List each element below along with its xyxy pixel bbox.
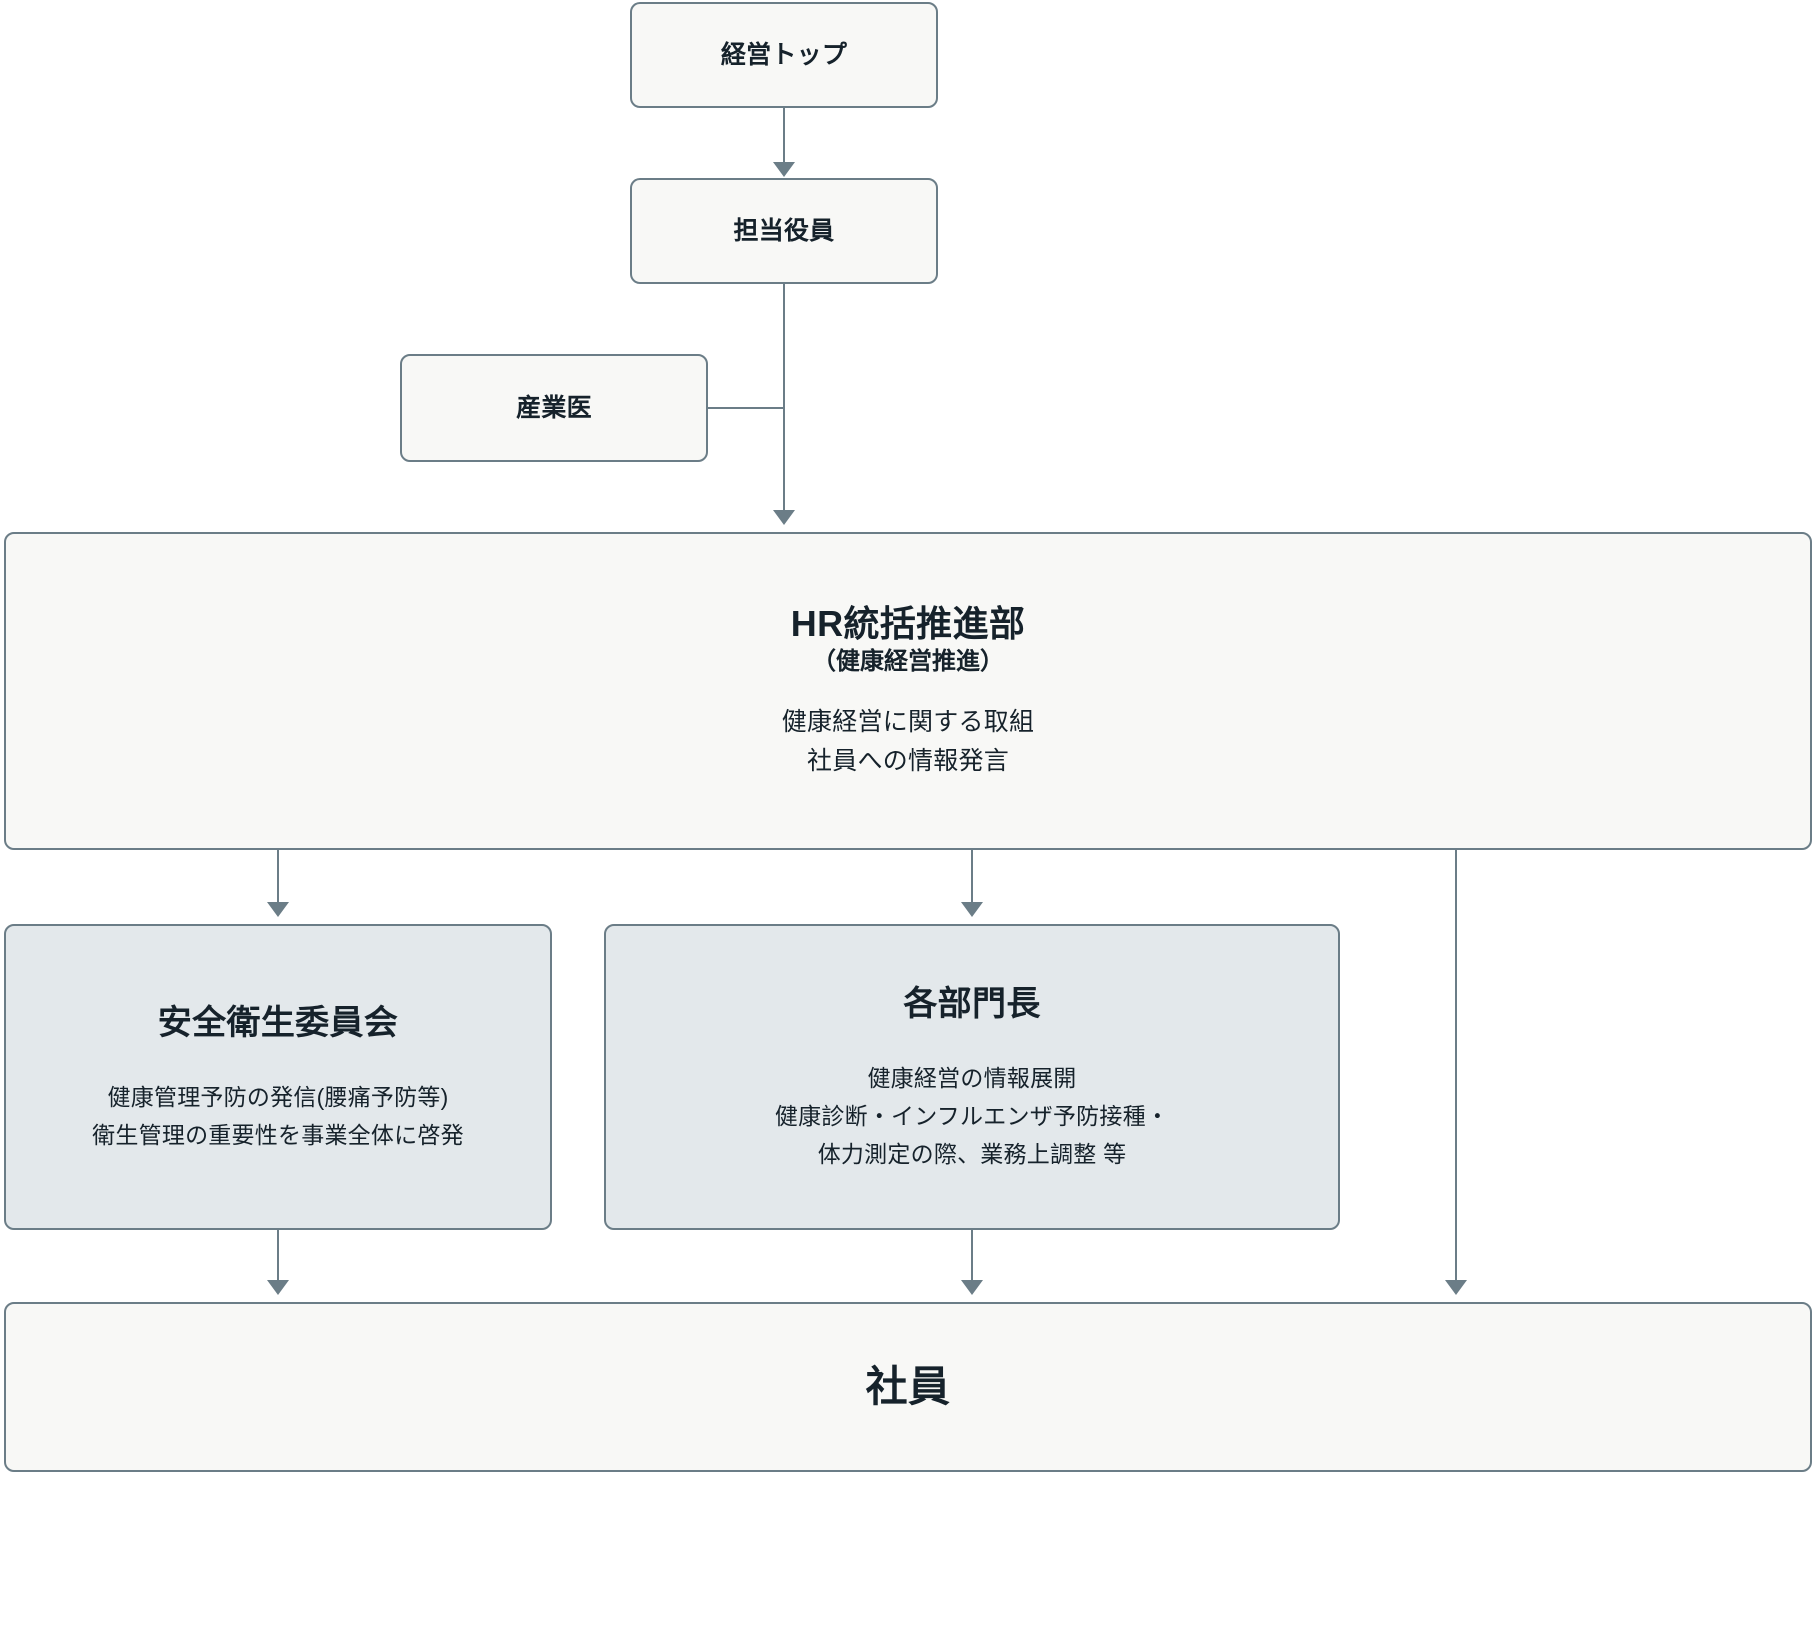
node-hr-body-line-2: 社員への情報発言 — [806, 747, 1009, 776]
node-department-heads-body-line-1: 健康経営の情報展開 — [867, 1064, 1077, 1091]
node-department-heads[interactable]: 各部門長 健康経営の情報展開 健康診断・インフルエンザ予防接種・ 体力測定の際、… — [604, 924, 1340, 1230]
node-safety-committee-title: 安全衛生委員会 — [157, 1004, 399, 1043]
arrowhead-departments-to-staff — [961, 1280, 983, 1295]
connector-hr-to-safety — [277, 850, 279, 904]
node-occupational-physician-title: 産業医 — [516, 393, 592, 422]
node-hr-subtitle: （健康経営推進） — [812, 648, 1004, 676]
node-staff-title: 社員 — [865, 1362, 951, 1410]
node-department-heads-title: 各部門長 — [903, 985, 1041, 1024]
connector-executive-to-hr — [783, 284, 785, 512]
node-safety-committee-body-line-1: 健康管理予防の発信(腰痛予防等) — [107, 1083, 449, 1110]
node-hr-title: HR統括推進部 — [790, 603, 1026, 645]
connector-hr-to-departments — [971, 850, 973, 904]
arrowhead-safety-to-staff — [267, 1280, 289, 1295]
connector-departments-to-staff — [971, 1230, 973, 1282]
node-staff[interactable]: 社員 — [4, 1302, 1812, 1472]
node-safety-committee-body-line-2: 衛生管理の重要性を事業全体に啓発 — [92, 1121, 464, 1148]
node-executive[interactable]: 担当役員 — [630, 178, 938, 284]
connector-safety-to-staff — [277, 1230, 279, 1282]
node-hr-body-line-1: 健康経営に関する取組 — [781, 708, 1035, 737]
connector-hr-to-staff — [1455, 850, 1457, 1282]
node-ceo[interactable]: 経営トップ — [630, 2, 938, 108]
arrowhead-hr-to-staff — [1445, 1280, 1467, 1295]
node-department-heads-body-line-3: 体力測定の際、業務上調整 等 — [817, 1140, 1127, 1167]
node-ceo-title: 経営トップ — [720, 40, 848, 69]
arrowhead-hr-to-departments — [961, 902, 983, 917]
arrowhead-ceo-to-executive — [773, 162, 795, 177]
node-department-heads-body-line-2: 健康診断・インフルエンザ予防接種・ — [774, 1102, 1170, 1129]
node-occupational-physician[interactable]: 産業医 — [400, 354, 708, 462]
node-safety-committee[interactable]: 安全衛生委員会 健康管理予防の発信(腰痛予防等) 衛生管理の重要性を事業全体に啓… — [4, 924, 552, 1230]
node-hr-division[interactable]: HR統括推進部 （健康経営推進） 健康経営に関する取組 社員への情報発言 — [4, 532, 1812, 850]
arrowhead-executive-to-hr — [773, 510, 795, 525]
arrowhead-hr-to-safety — [267, 902, 289, 917]
node-executive-title: 担当役員 — [733, 216, 835, 245]
connector-physician-to-trunk — [707, 407, 785, 409]
connector-ceo-to-executive — [783, 108, 785, 164]
